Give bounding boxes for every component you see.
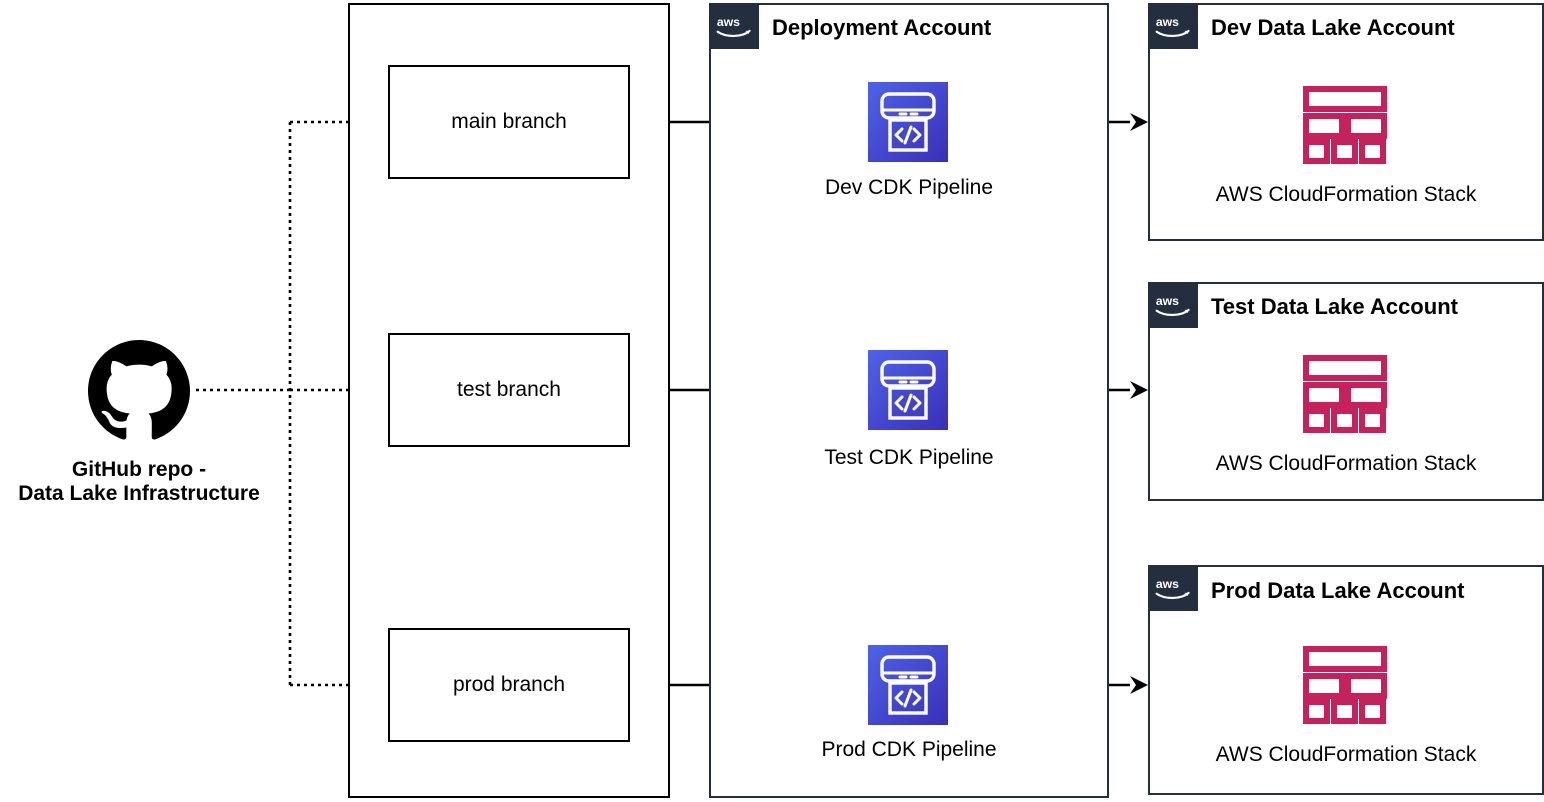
branch-label-prod: prod branch — [452, 673, 566, 696]
cdk-pipeline-icon-dev[interactable] — [868, 82, 948, 162]
branch-box-main[interactable]: main branch — [388, 65, 630, 179]
aws-logo-icon-dev: aws — [1148, 3, 1198, 49]
svg-text:aws: aws — [1156, 294, 1179, 308]
test-data-lake-account-title: Test Data Lake Account — [1211, 294, 1458, 319]
cdk-pipeline-icon-test[interactable] — [868, 350, 948, 430]
cloudformation-label-dev: AWS CloudFormation Stack — [1215, 183, 1477, 206]
branch-box-prod[interactable]: prod branch — [388, 628, 630, 742]
svg-text:aws: aws — [1156, 577, 1179, 591]
svg-text:aws: aws — [1156, 15, 1179, 29]
cloudformation-icon-dev[interactable] — [1303, 86, 1387, 164]
github-repo-label-line1: GitHub repo - — [71, 458, 207, 481]
cdk-pipeline-icon-prod[interactable] — [868, 645, 948, 725]
cloudformation-icon-test[interactable] — [1303, 355, 1387, 433]
cdk-pipeline-label-test: Test CDK Pipeline — [824, 446, 994, 469]
deployment-account-title: Deployment Account — [772, 15, 992, 40]
github-repo-label: GitHub repo - Data Lake Infrastructure — [0, 458, 278, 506]
branch-label-test: test branch — [457, 378, 561, 401]
connector-github-to-bus — [196, 120, 372, 687]
aws-logo-icon-test: aws — [1148, 282, 1198, 328]
cdk-pipeline-label-dev: Dev CDK Pipeline — [824, 176, 994, 199]
cloudformation-icon-prod[interactable] — [1303, 646, 1387, 724]
branch-box-test[interactable]: test branch — [388, 333, 630, 447]
dev-data-lake-account-title: Dev Data Lake Account — [1211, 15, 1455, 40]
svg-text:aws: aws — [717, 15, 740, 29]
cloudformation-label-prod: AWS CloudFormation Stack — [1215, 743, 1477, 766]
connector-pipeline-to-account-arrowheads — [1130, 113, 1148, 694]
cdk-pipeline-label-prod: Prod CDK Pipeline — [821, 738, 997, 761]
github-icon — [88, 340, 190, 442]
cloudformation-label-test: AWS CloudFormation Stack — [1215, 452, 1477, 475]
aws-logo-icon-prod: aws — [1148, 565, 1198, 611]
github-repo-label-line2: Data Lake Infrastructure — [18, 482, 260, 506]
prod-data-lake-account-title: Prod Data Lake Account — [1211, 578, 1465, 603]
aws-logo-icon: aws — [709, 3, 759, 49]
branch-label-main: main branch — [451, 110, 567, 133]
